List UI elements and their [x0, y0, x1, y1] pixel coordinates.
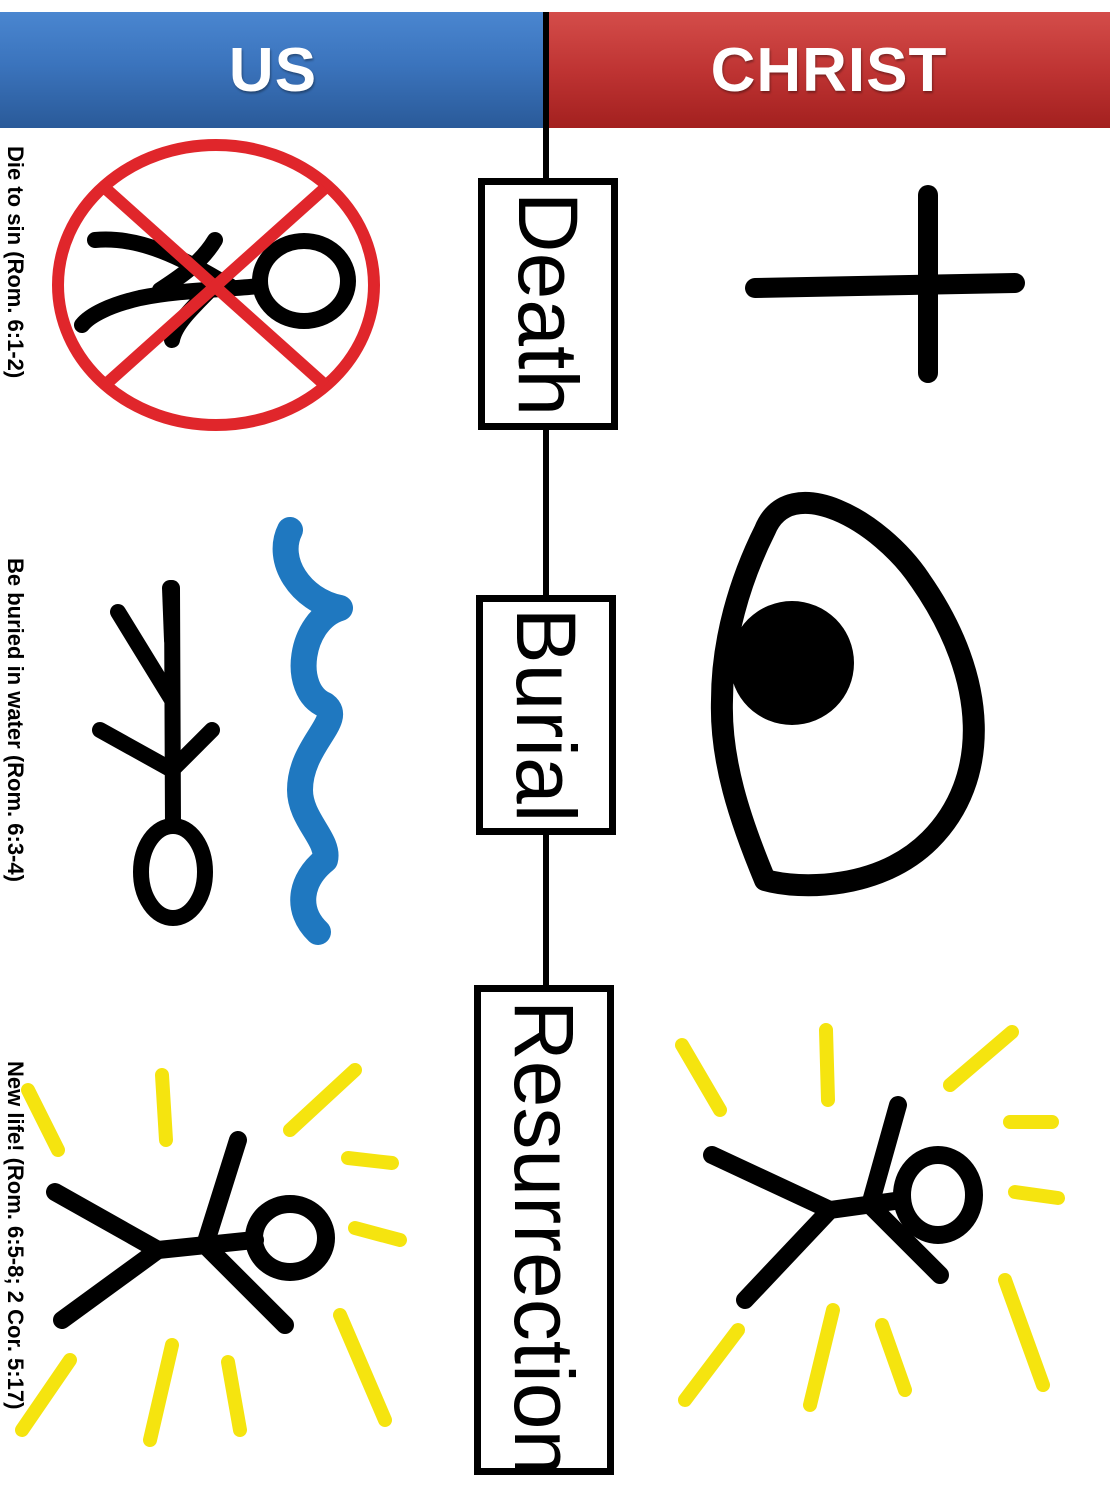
crossed-out-figure-icon — [58, 145, 374, 425]
stage-label-burial: Burial — [504, 595, 588, 835]
risen-figure-icon — [682, 1030, 1058, 1405]
tomb-icon — [722, 503, 974, 885]
caption-death: Die to sin (Rom. 6:1-2) — [4, 146, 26, 426]
stage-label-death: Death — [506, 184, 590, 424]
figure-in-water-icon — [100, 530, 340, 932]
caption-resurrection: New life! (Rom. 6:5-8; 2 Cor. 5:17) — [4, 1061, 26, 1501]
cross-icon — [755, 195, 1015, 373]
stage-label-resurrection: Resurrection — [502, 1000, 586, 1460]
new-life-figure-icon — [22, 1070, 400, 1440]
caption-burial: Be buried in water (Rom. 6:3-4) — [4, 558, 26, 938]
